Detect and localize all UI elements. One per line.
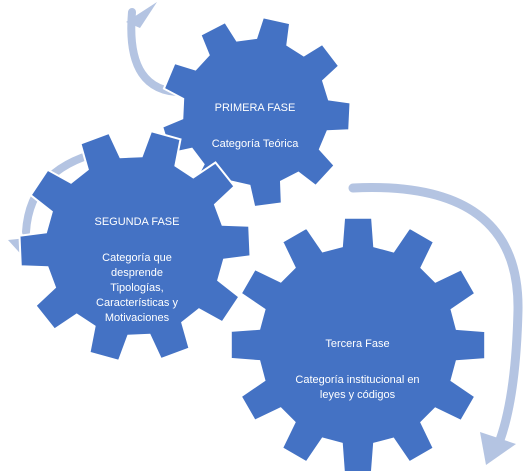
gear-first-label: PRIMERA FASE Categoría Teórica [180,86,330,167]
gear-first-title: PRIMERA FASE [214,102,296,114]
gear-second-phase [18,129,252,363]
gear-second-subtitle: Categoría que desprende Tipologías, Cara… [96,252,178,324]
gear-third-phase [229,216,487,471]
arrow-right-curve [348,183,523,445]
gear-first-subtitle: Categoría Teórica [211,138,299,150]
gear-first-phase [160,16,352,209]
gear-second-title: SEGUNDA FASE [94,216,180,228]
gear-second-label: SEGUNDA FASE Categoría que desprende Tip… [62,200,212,341]
gear-third-label: Tercera Fase Categoría institucional en … [270,322,445,418]
arrow-right-head [480,432,516,465]
gear-third-title: Tercera Fase [325,338,390,350]
gear-third-subtitle: Categoría institucional en leyes y códig… [295,374,420,401]
arrow-top-head [126,2,157,28]
